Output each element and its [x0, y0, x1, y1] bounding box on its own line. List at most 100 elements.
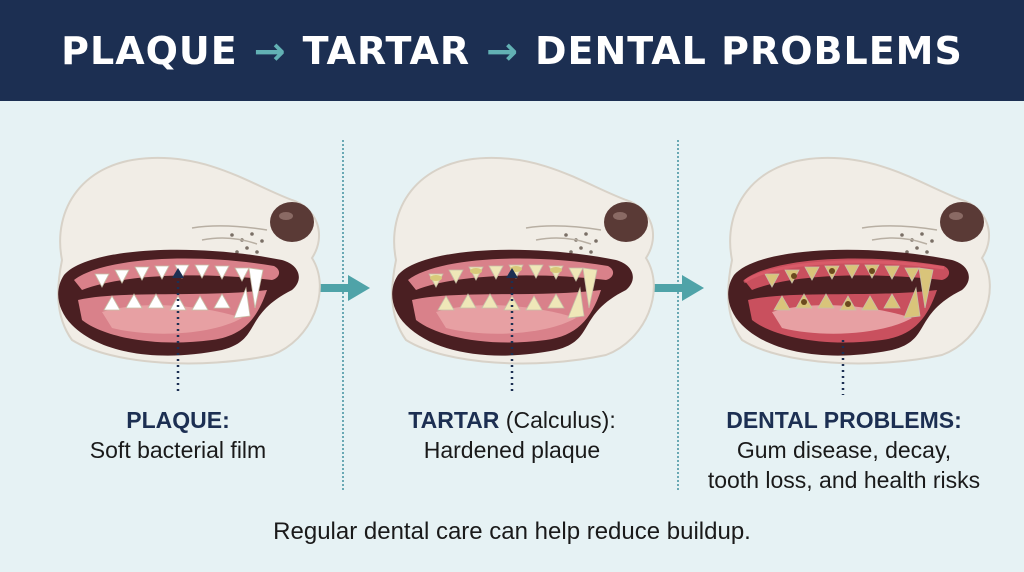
- dog-mouth-plaque-illustration: [57, 156, 321, 365]
- decay-spot: [801, 299, 807, 305]
- tartar-deposit: [430, 275, 442, 281]
- whisker-dot: [579, 246, 583, 250]
- lower-tooth: [773, 295, 791, 311]
- upper-tooth: [94, 273, 110, 288]
- upper-tooth: [568, 267, 584, 282]
- caption-label: PLAQUE:: [126, 407, 230, 433]
- lower-tooth: [213, 293, 231, 309]
- tartar-deposit: [550, 267, 562, 273]
- whisker-dot: [584, 232, 588, 236]
- lower-canine-tooth: [903, 286, 921, 319]
- caption-desc: Hardened plaque: [423, 437, 601, 463]
- title-arrow-icon: →: [486, 28, 519, 73]
- lower-tooth: [103, 295, 121, 311]
- caption-dental-problems: DENTAL PROBLEMS: Gum disease, decay, too…: [684, 405, 1004, 495]
- whisker-line: [535, 237, 592, 245]
- upper-canine-tooth: [248, 267, 264, 309]
- whisker-line: [201, 237, 258, 245]
- lower-tooth: [503, 295, 521, 311]
- lower-canine-tooth: [233, 286, 251, 319]
- lower-tooth: [547, 293, 565, 309]
- footer-note: Regular dental care can help reduce buil…: [273, 518, 751, 545]
- upper-canine-tooth: [918, 267, 934, 309]
- decay-spot: [845, 301, 851, 307]
- decay-spot: [829, 268, 835, 274]
- caption-label: DENTAL PROBLEMS:: [726, 407, 962, 433]
- whisker-dot: [925, 250, 929, 254]
- caption-desc: Soft bacterial film: [89, 437, 267, 463]
- upper-tooth: [528, 264, 544, 279]
- upper-tooth: [154, 265, 170, 280]
- whisker-dot: [235, 250, 239, 254]
- whisker-line: [871, 237, 928, 245]
- flow-arrow-icon: [316, 275, 370, 301]
- tongue: [436, 305, 576, 334]
- flow-arrow-icon: [650, 275, 704, 301]
- whisker-line: [861, 225, 938, 231]
- tartar-deposit: [470, 268, 482, 274]
- lower-tooth: [147, 293, 165, 309]
- whisker-line: [525, 225, 602, 231]
- whisker-dot: [255, 250, 259, 254]
- title-tartar: TARTAR: [302, 28, 471, 73]
- upper-tooth: [134, 266, 150, 281]
- upper-tooth: [194, 264, 210, 279]
- upper-tooth: [214, 265, 230, 280]
- whisker-dot: [250, 232, 254, 236]
- whisker-dot: [260, 239, 264, 243]
- upper-canine-tooth: [582, 267, 598, 309]
- decay-spot: [791, 273, 797, 279]
- caption-desc: tooth loss, and health risks: [707, 467, 981, 493]
- dog-mouth-tartar-illustration: [391, 156, 655, 365]
- lower-tooth: [459, 293, 477, 309]
- nose-highlight: [279, 212, 293, 220]
- tongue: [102, 305, 242, 334]
- lower-tooth: [883, 293, 901, 309]
- lower-tooth: [525, 295, 543, 311]
- inflamed-gum-line: [743, 260, 945, 284]
- lower-tooth: [191, 295, 209, 311]
- whisker-dot: [594, 239, 598, 243]
- lower-tooth: [169, 295, 187, 311]
- lower-tooth: [437, 295, 455, 311]
- whisker-dot: [564, 233, 568, 237]
- upper-tooth: [448, 269, 464, 284]
- panel-divider: [342, 140, 344, 490]
- nose: [604, 202, 648, 242]
- whisker-dot: [589, 250, 593, 254]
- upper-tooth: [904, 267, 920, 282]
- whisker-dot: [905, 250, 909, 254]
- title-arrow-icon: →: [253, 28, 287, 73]
- lower-tooth: [481, 293, 499, 309]
- caption-label: TARTAR: [408, 407, 500, 433]
- caption-plaque: PLAQUE: Soft bacterial film: [42, 405, 314, 465]
- nose-highlight: [949, 212, 963, 220]
- page-title: PLAQUE → TARTAR → DENTAL PROBLEMS: [0, 0, 1024, 101]
- whisker-dot: [245, 246, 249, 250]
- nose-highlight: [613, 212, 627, 220]
- upper-tooth: [488, 265, 504, 280]
- upper-tooth: [234, 267, 250, 282]
- whisker-dot: [920, 232, 924, 236]
- whisker-dot: [569, 250, 573, 254]
- caption-desc: Gum disease, decay,: [736, 437, 952, 463]
- nose: [940, 202, 984, 242]
- upper-tooth: [114, 269, 130, 284]
- lower-canine-tooth: [567, 286, 585, 319]
- title-dental-problems: DENTAL PROBLEMS: [534, 28, 963, 73]
- whisker-dot: [915, 246, 919, 250]
- whisker-dot: [230, 233, 234, 237]
- whisker-line: [191, 225, 268, 231]
- decay-spot: [869, 268, 875, 274]
- lower-tooth: [817, 293, 835, 309]
- panel-divider: [677, 140, 679, 490]
- dog-mouth-problems-illustration: [727, 156, 991, 365]
- whisker-dot: [900, 233, 904, 237]
- caption-label-suffix: (Calculus):: [499, 407, 616, 433]
- nose: [270, 202, 314, 242]
- title-plaque: PLAQUE: [61, 28, 238, 73]
- lower-tooth: [125, 293, 143, 309]
- upper-tooth: [884, 265, 900, 280]
- tongue: [772, 305, 912, 334]
